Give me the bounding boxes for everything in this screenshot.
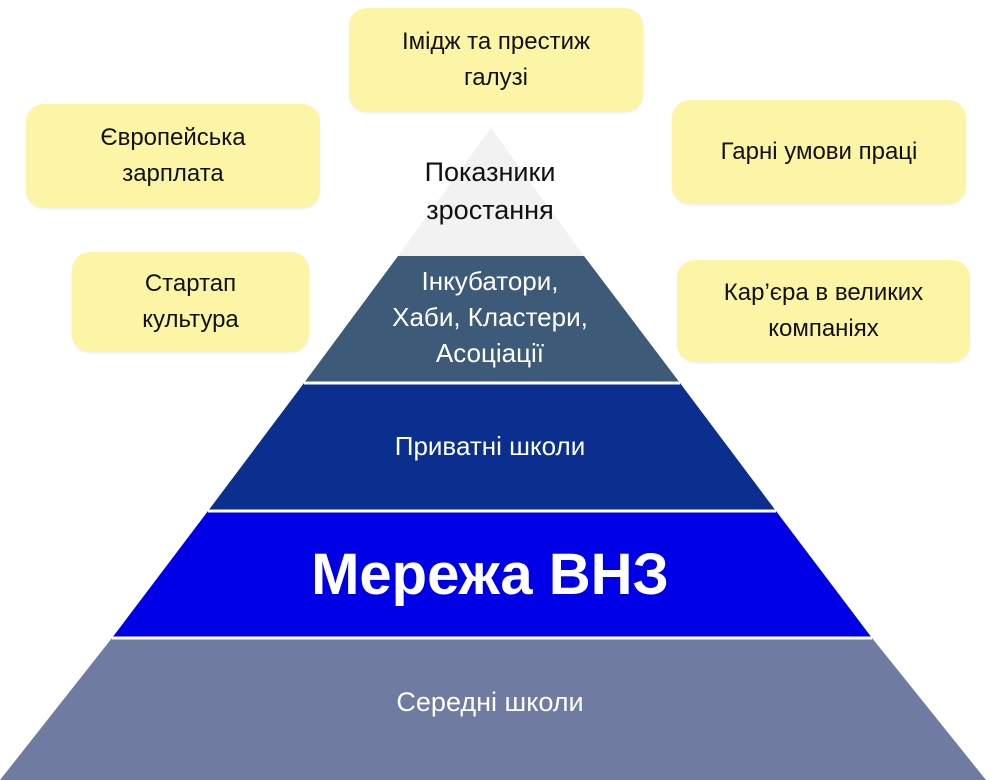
tier-university-network <box>112 511 872 638</box>
startup-culture-box: Стартап культура <box>72 252 309 352</box>
tier-growth-indicators <box>398 128 584 256</box>
tier-label-university-network: Мережа ВНЗ <box>311 541 669 607</box>
tier-secondary-schools <box>0 638 986 780</box>
image-prestige-box: Імідж та престиж галузі <box>349 8 643 112</box>
big-company-career-box: Кар’єра в великих компаніях <box>677 260 970 362</box>
tier-label-incubators-hubs: Інкубатори, Хаби, Кластери, Асоціації <box>392 266 588 368</box>
tier-label-private-schools: Приватні школи <box>394 430 586 461</box>
tier-label-growth-indicators: Показники зростання <box>424 157 556 225</box>
tier-incubators-hubs <box>304 256 680 383</box>
good-work-conditions-box: Гарні умови праці <box>672 100 966 204</box>
tier-label-secondary-schools: Середні школи <box>396 686 584 717</box>
tier-private-schools <box>208 383 776 511</box>
european-salary-box: Європейська зарплата <box>26 104 320 208</box>
